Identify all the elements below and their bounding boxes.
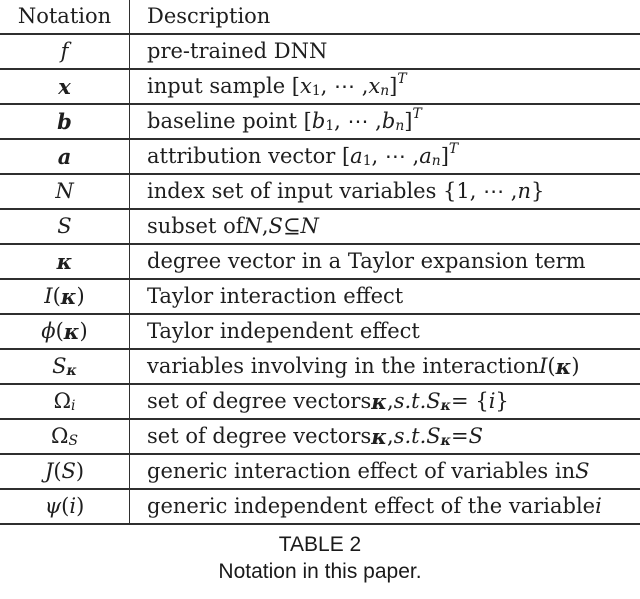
table-row: N index set of input variables {1, ⋯ , n… <box>0 175 640 210</box>
table-row: ϕ(κ) Taylor independent effect <box>0 315 640 350</box>
table-row: I(κ) Taylor interaction effect <box>0 280 640 315</box>
notation-cell: I(κ) <box>0 280 130 313</box>
notation-cell: x <box>0 70 130 103</box>
notation-cell: a <box>0 140 130 173</box>
table-row: f pre-trained DNN <box>0 35 640 70</box>
description-cell: generic independent effect of the variab… <box>147 494 602 518</box>
table-caption: TABLE 2 Notation in this paper. <box>0 531 640 585</box>
notation-cell: J(S) <box>0 455 130 488</box>
notation-cell: b <box>0 105 130 138</box>
table-row: κ degree vector in a Taylor expansion te… <box>0 245 640 280</box>
table-caption-number: TABLE 2 <box>278 533 362 556</box>
table-row: ψ(i) generic independent effect of the v… <box>0 490 640 525</box>
table-caption-text: Notation in this paper. <box>218 560 422 583</box>
description-cell: Taylor interaction effect <box>147 284 404 308</box>
description-cell: index set of input variables {1, ⋯ , n} <box>147 179 545 203</box>
description-cell: subset of N, S ⊆ N <box>147 214 319 238</box>
description-cell: degree vector in a Taylor expansion term <box>147 249 586 273</box>
column-header-description: Description <box>147 4 271 28</box>
notation-table: Notation Description f pre-trained DNN x… <box>0 0 640 525</box>
description-cell: generic interaction effect of variables … <box>147 459 590 483</box>
notation-cell: ψ(i) <box>0 490 130 523</box>
notation-cell: N <box>0 175 130 208</box>
notation-cell: f <box>0 35 130 68</box>
description-cell: variables involving in the interaction I… <box>147 354 580 379</box>
description-cell: pre-trained DNN <box>147 39 328 63</box>
notation-cell: ϕ(κ) <box>0 315 130 348</box>
table-row: J(S) generic interaction effect of varia… <box>0 455 640 490</box>
notation-cell: κ <box>0 245 130 278</box>
table-header-row: Notation Description <box>0 0 640 35</box>
column-header-notation: Notation <box>0 0 130 33</box>
description-cell: Taylor independent effect <box>147 319 420 343</box>
table-row: S subset of N, S ⊆ N <box>0 210 640 245</box>
notation-cell: S <box>0 210 130 243</box>
